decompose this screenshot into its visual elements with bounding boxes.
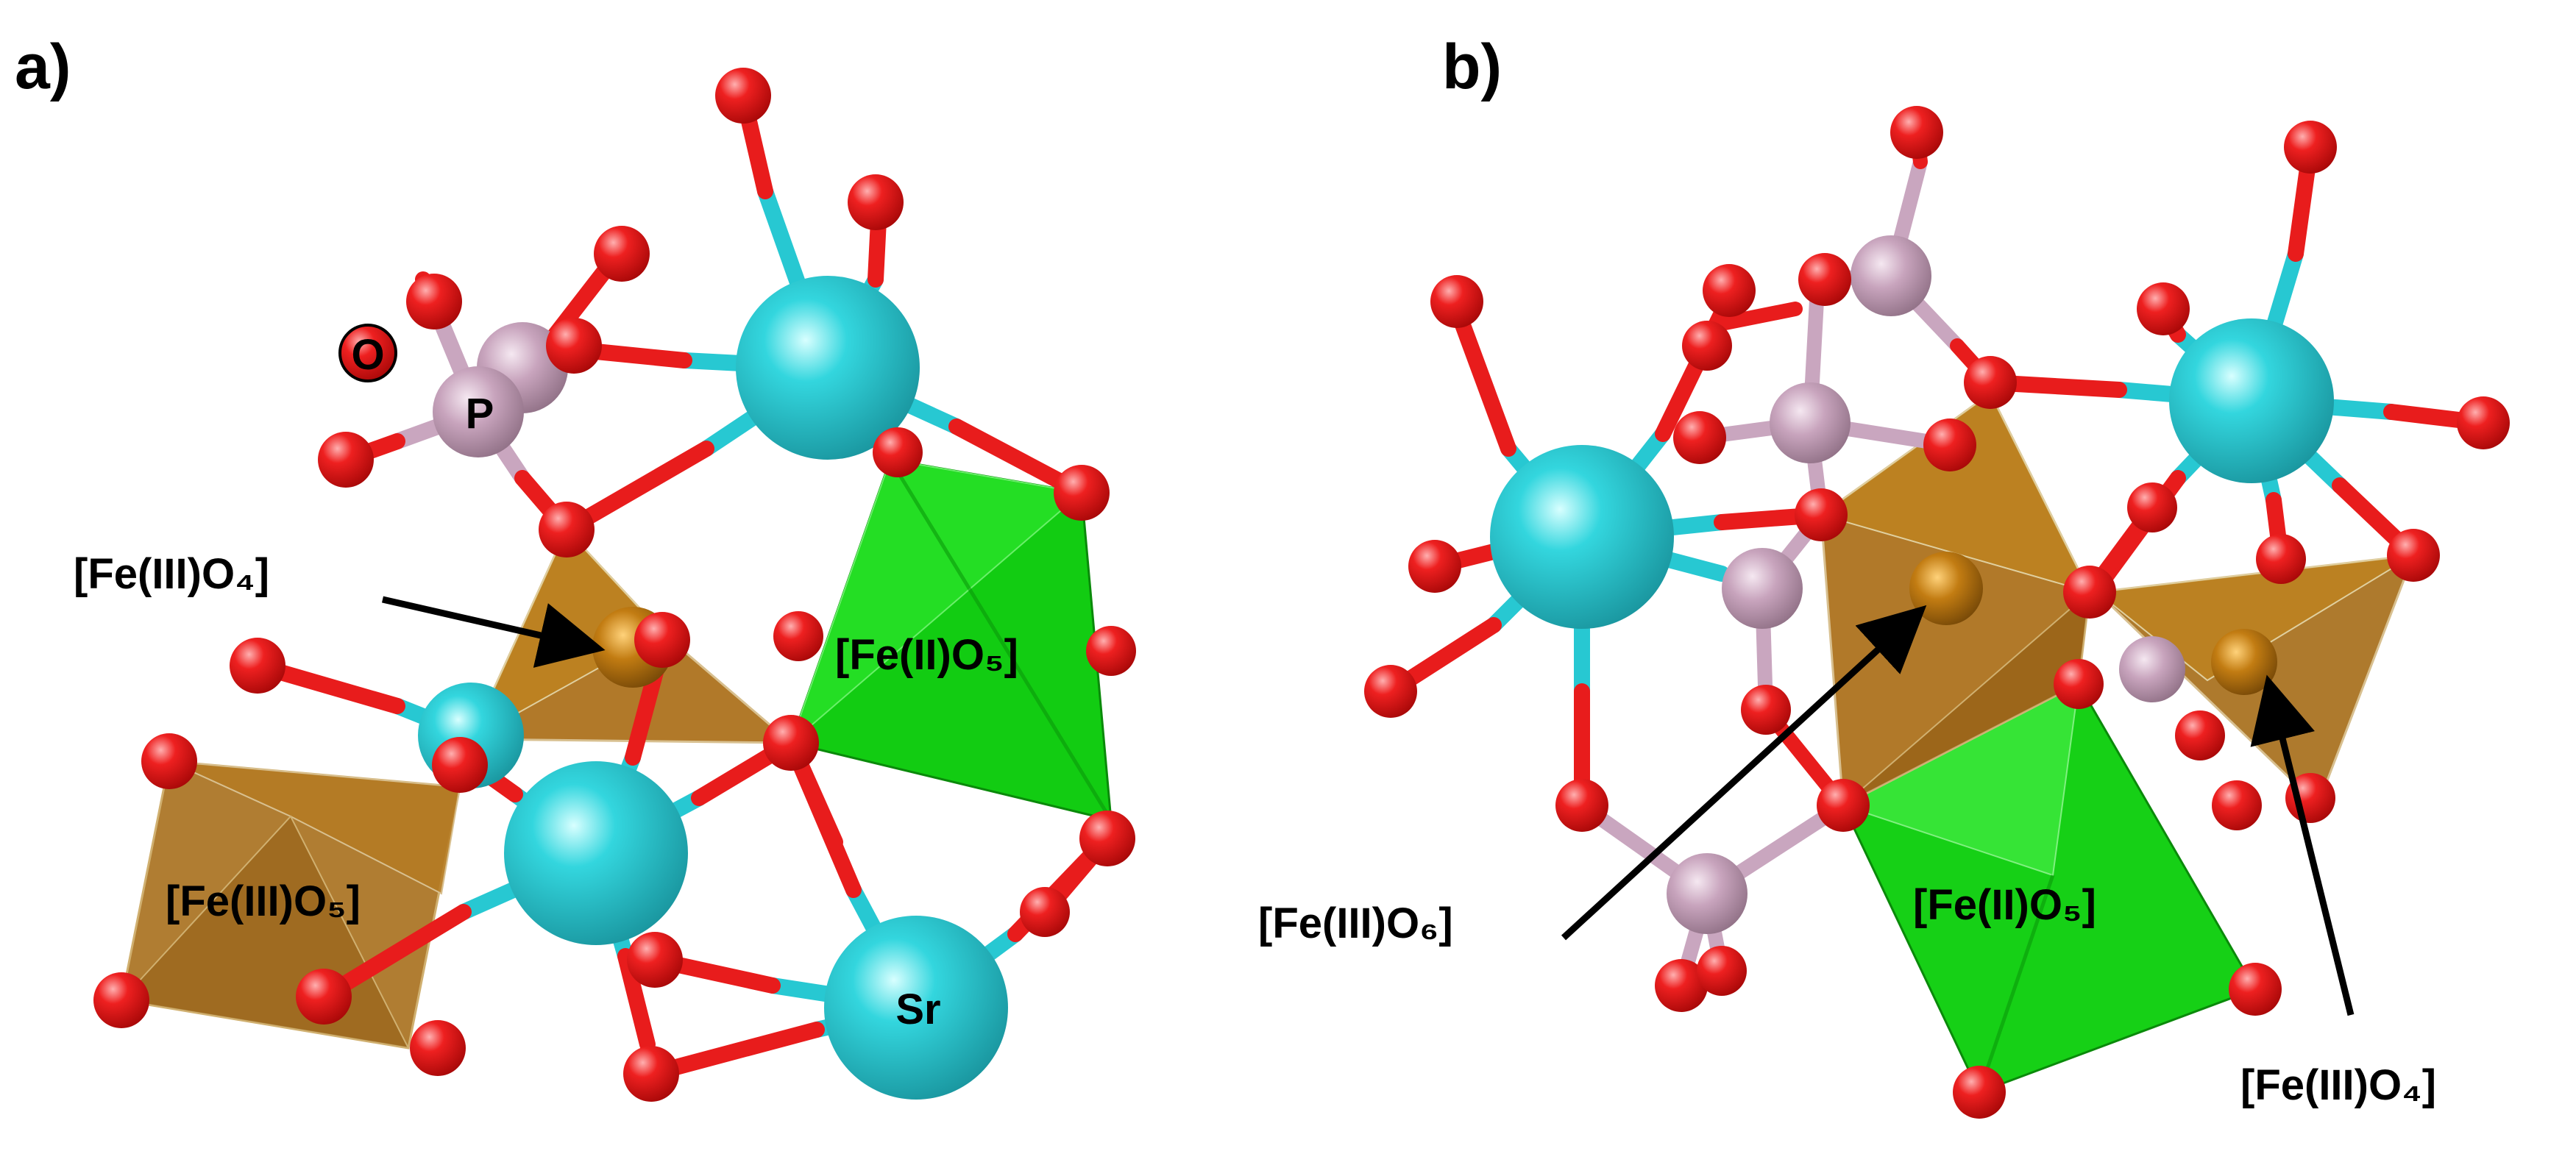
atoms-a xyxy=(93,68,1136,1102)
strontium-atom xyxy=(2169,318,2334,483)
phosphorus-atom xyxy=(1770,382,1851,463)
fe3-o6-label-b: [Fe(III)O₆] xyxy=(1258,899,1453,947)
iron-atom xyxy=(2211,629,2277,695)
fe2-o5-label-b: [Fe(II)O₅] xyxy=(1913,881,2096,929)
phosphorus-atom xyxy=(1667,853,1748,934)
strontium-atom xyxy=(736,276,920,460)
arrow-fe3-o4-b xyxy=(2250,674,2355,1016)
phosphorus-atom-label: P xyxy=(466,390,494,438)
labelled-oxygen-atom xyxy=(338,324,397,382)
fe2-o5-polyhedron-a xyxy=(789,458,1113,822)
panel-b: b) [Fe(III)O₆] [Fe(II)O₅] [Fe(III)O₄] xyxy=(1258,32,2510,1119)
panel-a: a) O P Sr [Fe(III)O₄] [Fe(II)O₅] [Fe(III… xyxy=(15,32,1136,1102)
arrow-fe3-o6-b xyxy=(1561,605,1927,941)
arrow-fe3-o4-a xyxy=(381,596,606,668)
fe3-o5-label-a: [Fe(III)O₅] xyxy=(166,877,361,925)
fe3-o4-label-b: [Fe(III)O₄] xyxy=(2240,1061,2436,1109)
phosphorus-atom xyxy=(1851,235,1931,316)
oxygen-atoms-a xyxy=(93,68,1136,1102)
oxygen-atom-label: O xyxy=(351,331,384,379)
strontium-atom xyxy=(1490,445,1674,629)
strontium-atom-label: Sr xyxy=(895,986,940,1033)
panel-b-label: b) xyxy=(1442,32,1502,102)
phosphorus-atom xyxy=(433,366,524,457)
phosphorus-atom xyxy=(1722,548,1803,629)
iron-atom xyxy=(1909,552,1983,625)
fe2-o5-label-a: [Fe(II)O₅] xyxy=(835,631,1018,679)
strontium-atom xyxy=(504,761,688,945)
phosphorus-atom xyxy=(2119,636,2185,702)
strontium-atom xyxy=(824,916,1008,1100)
panel-a-label: a) xyxy=(15,32,71,102)
fe3-o4-label-a: [Fe(III)O₄] xyxy=(74,550,269,598)
atoms-b xyxy=(1364,106,2510,1119)
oxygen-atoms-b xyxy=(1364,106,2510,1119)
